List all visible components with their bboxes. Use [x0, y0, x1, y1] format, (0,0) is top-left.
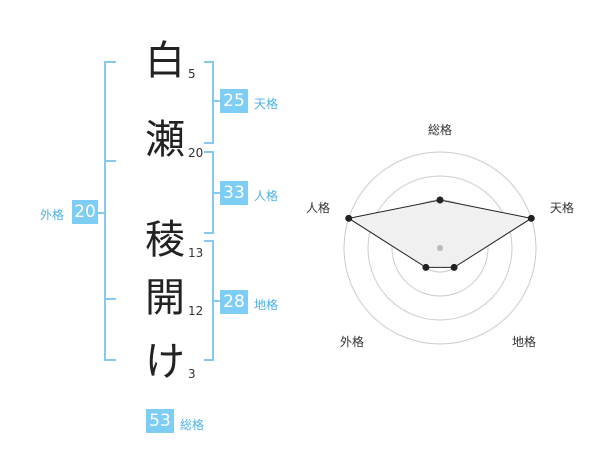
tenkaku-badge: 25 [220, 89, 248, 113]
radar-points [345, 196, 535, 271]
tenkaku-label: 天格 [254, 97, 279, 111]
chikaku-connector [212, 300, 220, 302]
soukaku-label: 総格 [180, 418, 205, 432]
gaikaku-badge: 20 [72, 200, 98, 224]
tenkaku-bracket [204, 61, 214, 144]
name-char-5: け [145, 339, 185, 385]
gaikaku-bracket [104, 61, 116, 361]
tenkaku-connector [212, 100, 220, 102]
radar-point [436, 196, 444, 204]
jinkaku-label: 人格 [254, 189, 279, 203]
radar-point [422, 263, 430, 271]
radar-point [527, 214, 535, 222]
name-char-4: 開 [145, 275, 185, 321]
radar-label-tenkaku: 天格 [550, 200, 574, 215]
gaikaku-bracket-mid-top [104, 160, 116, 162]
jinkaku-connector [212, 192, 220, 194]
stroke-count-5: 3 [188, 367, 196, 381]
radar-point [345, 214, 353, 222]
name-char-2: 瀬 [145, 117, 185, 163]
radar-label-chikaku: 地格 [512, 334, 536, 349]
radar-chart: 総格 天格 地格 外格 人格 [306, 122, 574, 349]
jinkaku-badge: 33 [220, 181, 248, 205]
radar-shape [347, 199, 533, 268]
radar-point [450, 263, 458, 271]
name-char-3: 稜 [145, 217, 185, 263]
gaikaku-label: 外格 [40, 208, 65, 222]
radar-center-dot [437, 245, 443, 251]
stroke-count-4: 12 [188, 304, 204, 318]
radar-label-jinkaku: 人格 [306, 200, 330, 215]
radar-ring [367, 175, 513, 321]
gaikaku-bracket-mid-bottom [104, 298, 116, 300]
radar-label-gaikaku: 外格 [340, 334, 364, 349]
radar-label-soukaku: 総格 [428, 122, 452, 137]
gaikaku-connector [98, 212, 106, 214]
stroke-count-2: 20 [188, 146, 204, 160]
chikaku-badge: 28 [220, 290, 248, 314]
soukaku-badge: 53 [146, 409, 174, 433]
stroke-count-3: 13 [188, 246, 204, 260]
name-char-1: 白 [145, 38, 185, 84]
stroke-count-1: 5 [188, 67, 196, 81]
chikaku-label: 地格 [254, 298, 279, 312]
radar-ring [343, 151, 537, 345]
